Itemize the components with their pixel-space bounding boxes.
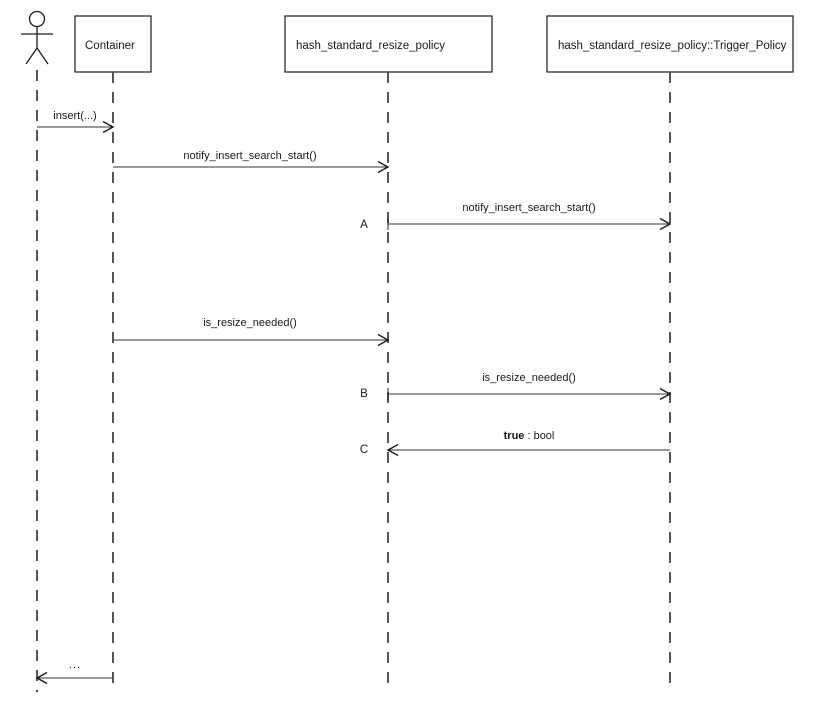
message-notify-2-label: notify_insert_search_start() [462,202,595,214]
message-is-resize-needed-2[interactable]: is_resize_needed() B [360,372,672,401]
participant-trigger-policy[interactable]: hash_standard_resize_policy::Trigger_Pol… [546,15,794,692]
message-return-arrowhead [386,443,399,457]
message-ellipsis-label: ... [69,659,81,671]
message-insert-label: insert(...) [53,110,96,122]
participant-container[interactable]: Container [74,15,152,692]
message-ellipsis-return[interactable]: ... [35,659,113,685]
actor-participant[interactable] [21,10,53,693]
message-notify-insert-search-start-1[interactable]: notify_insert_search_start() [113,150,390,174]
return-type-rest: : bool [524,430,554,442]
message-return-true-bool[interactable]: true : bool C [360,430,670,457]
message-is-resize-needed-1[interactable]: is_resize_needed() [113,317,390,347]
message-ellipsis-arrowhead [35,671,48,685]
container-box-label: Container [85,40,135,52]
trigger-policy-box[interactable] [546,15,794,73]
actor-stick-figure-icon [21,10,53,65]
container-box[interactable] [74,15,152,73]
message-insert[interactable]: insert(...) [37,110,115,134]
message-return-label-bold: true : bool [504,430,555,442]
sequence-marker-a: A [360,219,368,231]
message-is-resize-1-label: is_resize_needed() [203,317,297,329]
participant-hash-standard-resize-policy[interactable]: hash_standard_resize_policy [284,15,493,692]
message-insert-arrowhead [102,120,115,134]
message-notify-1-label: notify_insert_search_start() [183,150,316,162]
message-is-resize-2-label: is_resize_needed() [482,372,576,384]
message-notify-1-arrowhead [377,160,390,174]
sequence-marker-c: C [360,444,368,456]
message-is-resize-1-arrowhead [377,333,390,347]
message-notify-insert-search-start-2[interactable]: notify_insert_search_start() A [360,202,672,231]
return-value-bold: true [504,430,525,442]
message-is-resize-2-arrowhead [659,387,672,401]
trigger-policy-box-label: hash_standard_resize_policy::Trigger_Pol… [558,40,787,52]
resize-policy-box-label: hash_standard_resize_policy [296,40,445,52]
sequence-marker-b: B [360,388,368,400]
message-notify-2-arrowhead [659,217,672,231]
